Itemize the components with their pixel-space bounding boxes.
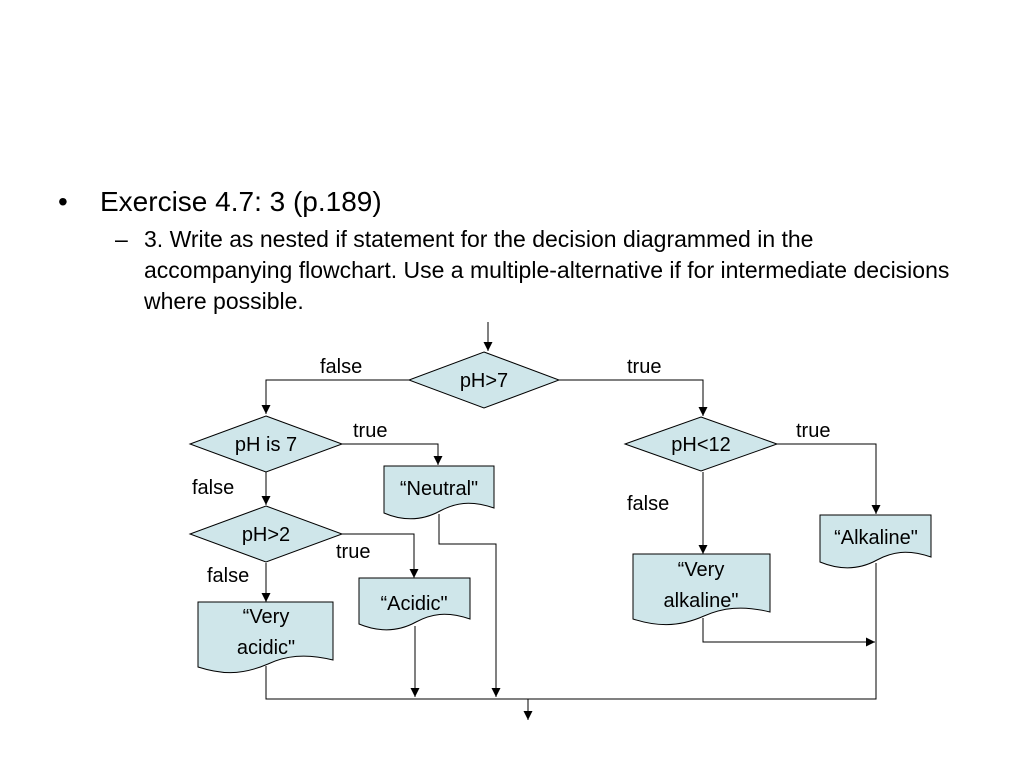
sub-bullet-item: – 3. Write as nested if statement for th… [115, 224, 958, 317]
decision-ph-is-7: pH is 7 [188, 415, 344, 473]
dash-marker: – [115, 226, 128, 252]
connector-very-alkaline-out [702, 618, 875, 647]
branch-label-false: false [207, 565, 249, 587]
output-label-line2: alkaline" [664, 590, 739, 612]
output-label: “Acidic" [380, 593, 447, 615]
output-label-line2: acidic" [237, 637, 295, 659]
connector-neutral-out [438, 514, 501, 697]
decision-ph-gt-7: pH>7 [407, 351, 561, 409]
document-shape [819, 514, 932, 569]
bullet-item: • Exercise 4.7: 3 (p.189) [58, 182, 958, 222]
decision-label: pH is 7 [235, 434, 297, 456]
connector-ph-is-7-true [342, 443, 443, 465]
branch-label-true: true [336, 541, 370, 563]
decision-ph-lt-12: pH<12 [623, 416, 779, 472]
output-very-alkaline: “Very alkaline" [632, 553, 771, 626]
output-acidic: “Acidic" [358, 577, 471, 631]
branch-label-true: true [796, 420, 830, 442]
decision-label: pH>7 [460, 370, 508, 392]
connector-ph-gt-7-true [559, 379, 708, 416]
output-neutral: “Neutral" [383, 465, 495, 520]
output-label: “Alkaline" [834, 527, 918, 549]
exercise-title: Exercise 4.7: 3 (p.189) [100, 186, 382, 217]
decision-diamond [188, 415, 344, 473]
document-shape [632, 553, 771, 626]
branch-label-false: false [627, 493, 669, 515]
output-very-acidic: “Very acidic" [197, 601, 334, 674]
merge-line [265, 563, 877, 700]
branch-label-false: false [192, 477, 234, 499]
connector-ph-lt-12-true [777, 443, 881, 514]
decision-diamond [623, 416, 779, 472]
connector-ph-gt-2-true [342, 533, 419, 578]
connector-ph-gt-7-false [261, 379, 409, 414]
document-shape [383, 465, 495, 520]
decision-diamond [407, 351, 561, 409]
output-label-line1: “Very [243, 606, 290, 628]
decision-ph-gt-2: pH>2 [188, 505, 344, 563]
output-label-line1: “Very [678, 559, 725, 581]
output-label: “Neutral" [400, 478, 478, 500]
branch-label-false: false [320, 356, 362, 378]
decision-label: pH>2 [242, 524, 290, 546]
output-alkaline: “Alkaline" [819, 514, 932, 569]
bullet-marker: • [58, 186, 68, 217]
branch-label-true: true [353, 420, 387, 442]
slide-bullets: • Exercise 4.7: 3 (p.189) – 3. Write as … [58, 182, 958, 317]
document-shape [358, 577, 471, 631]
decision-diamond [188, 505, 344, 563]
document-shape [197, 601, 334, 674]
branch-label-true: true [627, 356, 661, 378]
exercise-description: 3. Write as nested if statement for the … [144, 226, 950, 314]
decision-label: pH<12 [671, 434, 731, 456]
